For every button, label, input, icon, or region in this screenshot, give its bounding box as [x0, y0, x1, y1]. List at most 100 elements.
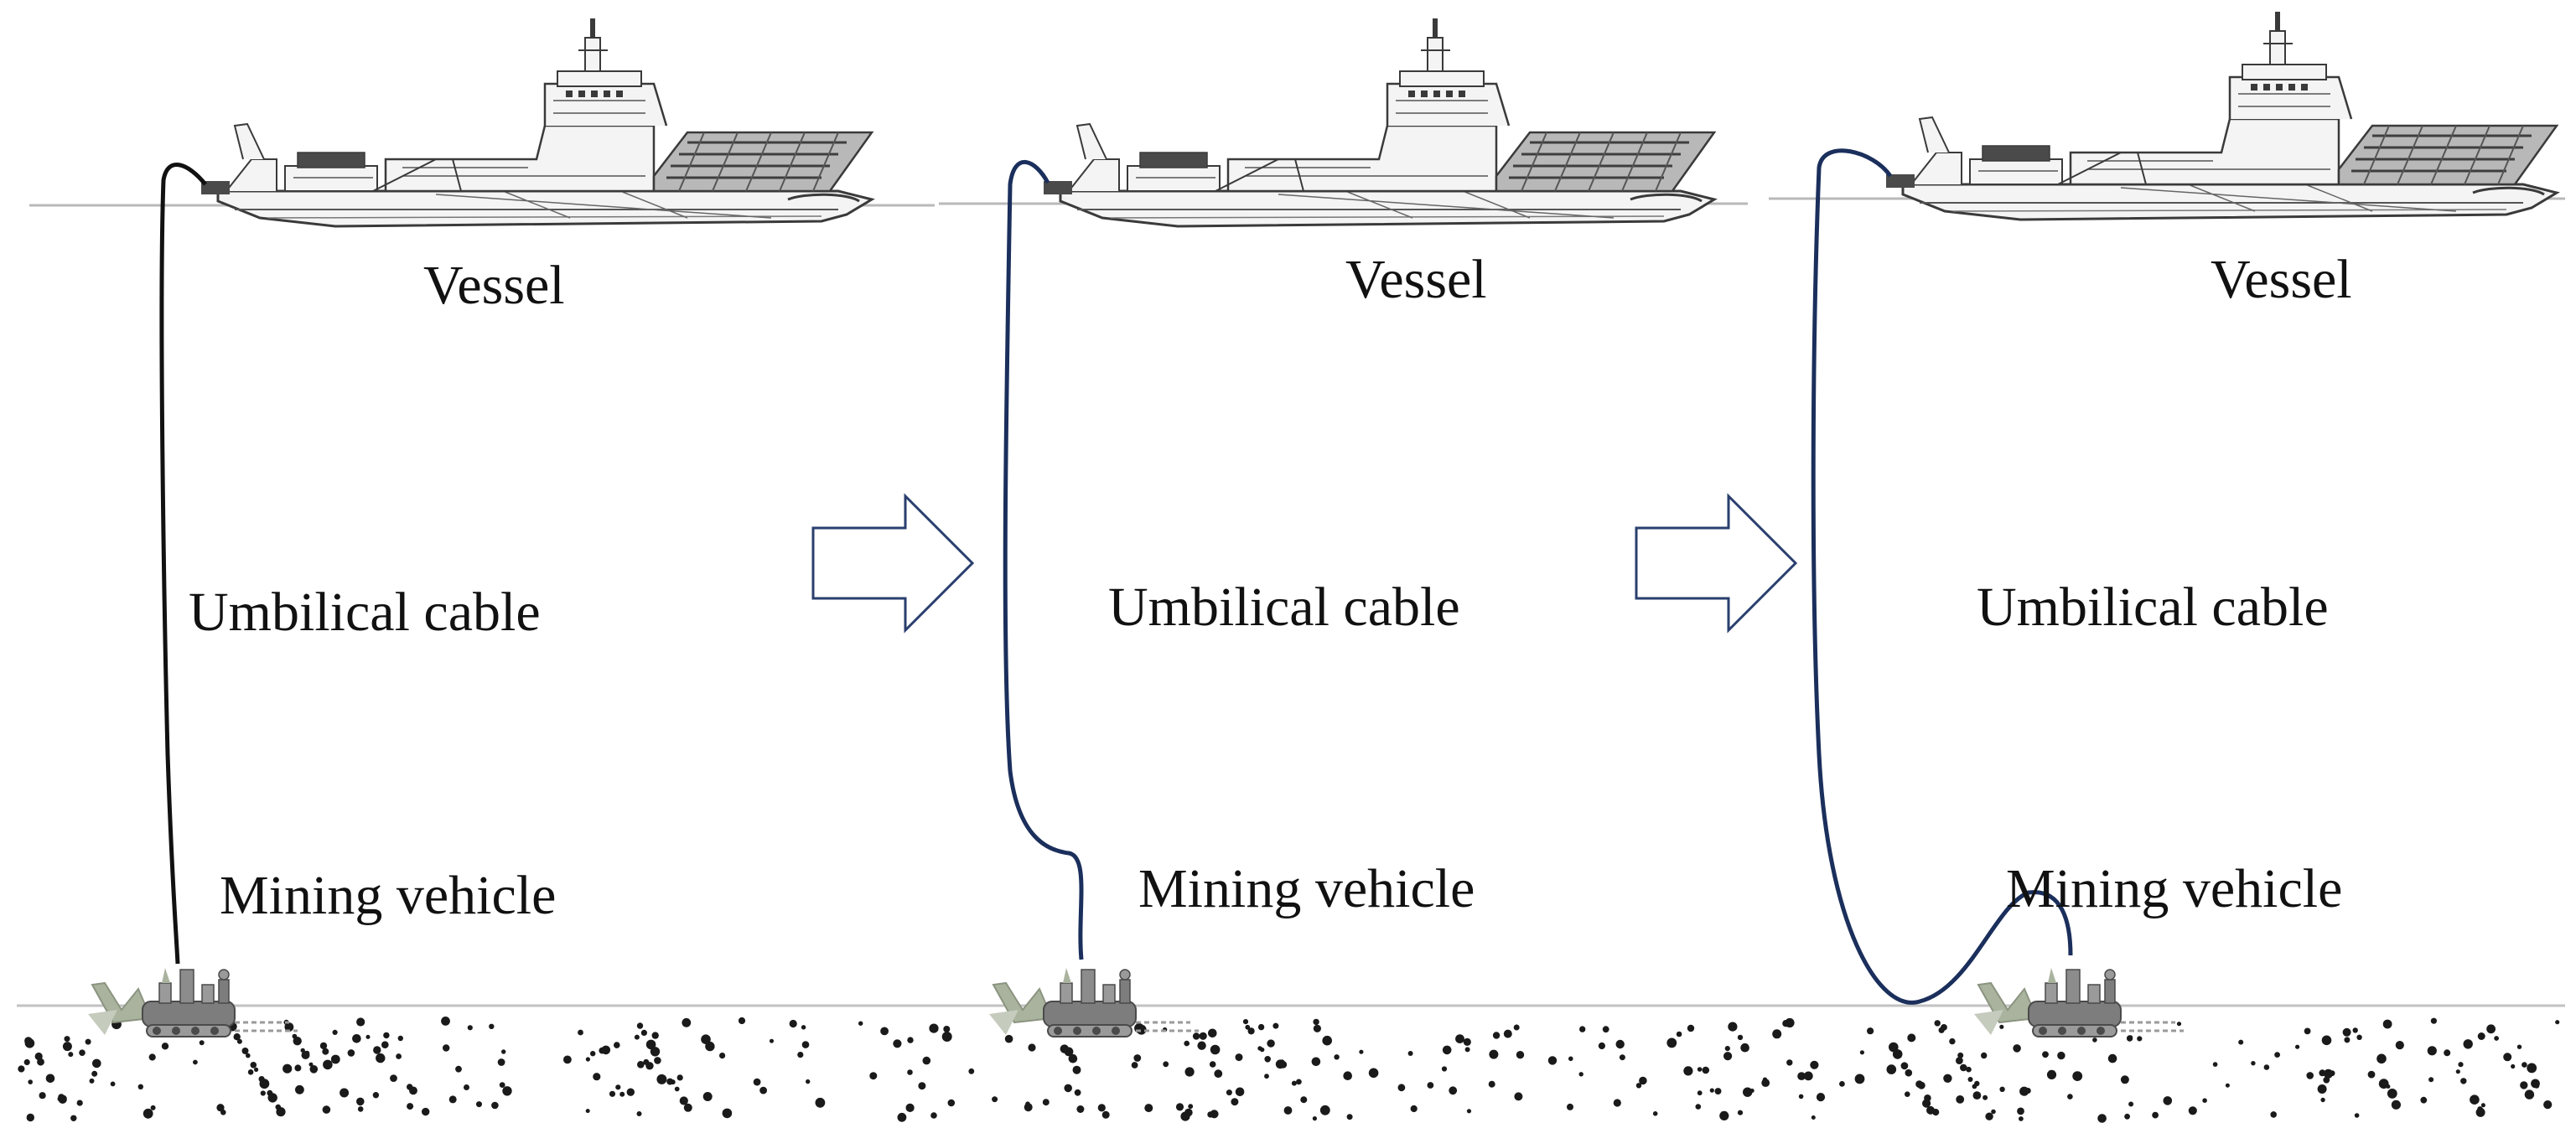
seabed-nodule [593, 1073, 601, 1081]
seabed-nodule [390, 1074, 397, 1082]
seabed-nodule [2367, 1070, 2376, 1079]
seabed-nodule [1568, 1056, 1573, 1062]
seabed-nodule [1074, 1089, 1081, 1096]
seabed-nodule [563, 1055, 572, 1064]
vehicle-label-right: Mining vehicle [2006, 858, 2342, 919]
seabed-nodule [1740, 1043, 1749, 1053]
cable-label-right: Umbilical cable [1977, 577, 2329, 638]
seabed-nodule [1619, 1054, 1625, 1061]
seabed-nodule [1231, 1098, 1239, 1106]
seabed-nodule [2295, 1044, 2300, 1049]
cable-label-left: Umbilical cable [189, 582, 541, 643]
seabed-nodule [1407, 1051, 1413, 1056]
seabed-nodule [599, 1047, 606, 1054]
seabed-nodule [295, 1084, 304, 1094]
seabed-nodule [1867, 1027, 1874, 1035]
seabed-nodule [1743, 1087, 1753, 1097]
seabed-nodule [1922, 1099, 1931, 1108]
seabed-nodule [220, 1110, 226, 1115]
seabed-nodule [236, 1038, 242, 1044]
vessel-label-middle: Vessel [1345, 249, 1487, 310]
seabed-nodule [770, 1038, 774, 1043]
seabed-nodule [1602, 1026, 1609, 1033]
seabed-nodule [1024, 1103, 1033, 1112]
seabed-nodule [2263, 1064, 2270, 1070]
seabed-nodule [250, 1062, 257, 1068]
seabed-nodule [1859, 1050, 1864, 1055]
seabed-nodule [634, 1034, 640, 1040]
seabed-nodule [267, 1093, 277, 1103]
seabed-nodule [464, 1084, 469, 1090]
seabed-nodule [1368, 1068, 1379, 1079]
seabed-nodule [284, 1022, 294, 1032]
seabed-nodule [79, 1049, 86, 1056]
seabed-nodule [1972, 1084, 1977, 1089]
seabed-nodule [1192, 1032, 1200, 1040]
seabed-nodule [1427, 1082, 1434, 1089]
seabed-nodule [1503, 1029, 1512, 1038]
seabed-nodule [2321, 1035, 2332, 1046]
seabed-nodule [2124, 1113, 2131, 1120]
seabed-nodule [1737, 1110, 1744, 1115]
mining-vehicle-icon-right [1972, 966, 2185, 1038]
seabed-nodule [869, 1072, 878, 1080]
seabed-nodule [1042, 1099, 1050, 1106]
seabed-nodule [1782, 1020, 1790, 1027]
seabed-nodule [585, 1057, 591, 1062]
seabed-nodule [922, 1056, 931, 1065]
seabed-nodule [254, 1067, 259, 1072]
seabed-nodule [193, 1059, 198, 1065]
seabed-nodule [905, 1103, 915, 1112]
seabed-nodule [1291, 1080, 1297, 1086]
seabed-nodule [1184, 1108, 1193, 1117]
seabed-nodule [578, 1029, 583, 1036]
seabed-nodule [907, 1069, 913, 1075]
seabed-nodule [2543, 1100, 2553, 1110]
seabed-nodule [1163, 1061, 1169, 1068]
seabed-nodule [1797, 1072, 1806, 1080]
seabed-nodule [199, 1040, 205, 1046]
seabed-nodule [1728, 1022, 1738, 1032]
seabed-nodule [2017, 1107, 2024, 1115]
seabed-nodule [1635, 1083, 1642, 1089]
seabed-nodule [1188, 1104, 1194, 1110]
seabed-nodule [2503, 1053, 2512, 1062]
seabed-nodule [28, 1079, 33, 1084]
seabed-nodule [1900, 1062, 1909, 1070]
seabed-nodule [2555, 1020, 2560, 1025]
seabed-nodule [2317, 1084, 2327, 1094]
vehicle-label-left: Mining vehicle [220, 865, 556, 926]
seabed-nodule [467, 1025, 473, 1031]
seabed-nodule [1810, 1060, 1819, 1069]
seabed-nodule [2013, 1044, 2021, 1053]
vessel-label-right: Vessel [2211, 249, 2352, 310]
seabed-nodule [1943, 1074, 1952, 1084]
seabed-nodule [651, 1032, 659, 1039]
seabed-nodule [2382, 1019, 2392, 1029]
seabed-nodule [1311, 1057, 1321, 1067]
seabed-nodule [323, 1059, 333, 1070]
seabed-nodule [1889, 1042, 1899, 1053]
seabed-nodule [806, 1079, 811, 1084]
seabed-nodule [880, 1027, 889, 1036]
seabed-nodule [636, 1022, 644, 1029]
seabed-nodule [85, 1038, 91, 1045]
vessel-label-left: Vessel [423, 255, 565, 316]
seabed-nodule [26, 1113, 34, 1122]
seabed-nodule [2019, 1086, 2029, 1096]
seabed-nodule [1547, 1056, 1558, 1065]
seabed-nodule [352, 1034, 361, 1043]
seabed-nodule [2486, 1024, 2496, 1034]
seabed-nodule [1175, 1103, 1184, 1111]
seabed-nodule [2458, 1062, 2464, 1068]
seabed-nodule [1513, 1024, 1520, 1031]
seabed-nodule [797, 1052, 804, 1058]
seabed-nodule [679, 1096, 688, 1105]
seabed-nodule [930, 1112, 937, 1119]
seabed-nodule [1985, 1112, 1993, 1120]
seabed-nodule [815, 1097, 826, 1108]
seabed-nodule [2176, 1022, 2182, 1027]
seabed-nodule [801, 1041, 810, 1048]
seabed-nodule [637, 1061, 645, 1068]
